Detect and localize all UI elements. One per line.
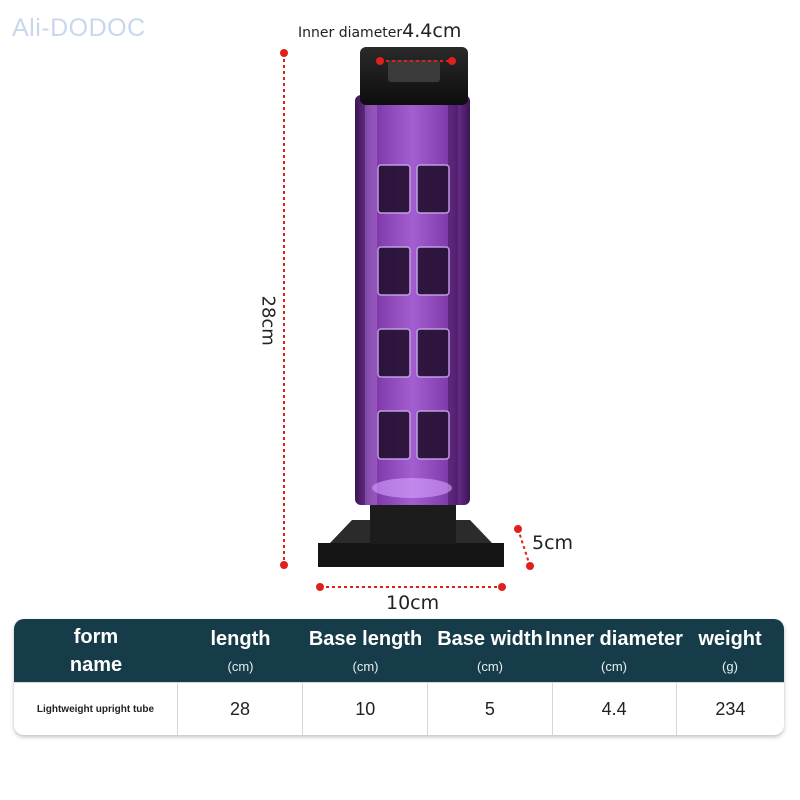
height-dimension xyxy=(280,49,288,569)
tube-cap xyxy=(360,47,468,105)
cell-form-name: Lightweight upright tube xyxy=(14,683,178,735)
cell-weight: 234 xyxy=(715,698,746,719)
base-width-label: 5cm xyxy=(532,532,574,554)
cell-length: 28 xyxy=(178,683,304,735)
header-length: length (cm) xyxy=(210,627,271,674)
tube-base xyxy=(318,498,504,567)
base-width-dimension xyxy=(514,525,534,570)
header-base-width: Base width (cm) xyxy=(437,627,543,674)
product-illustration xyxy=(280,47,534,591)
base-length-label: 10cm xyxy=(386,592,440,614)
inner-diameter-dimension xyxy=(376,57,456,65)
height-label: 28cm xyxy=(257,295,279,346)
inner-diameter-label-text: Inner diameter xyxy=(298,25,403,41)
inner-diameter-value: 4.4cm xyxy=(402,20,462,42)
table-row: Lightweight upright tube 28 10 5 4.4 234 xyxy=(14,682,784,735)
watermark: Ali-DODOC xyxy=(12,14,146,42)
header-inner-diameter: Inner diameter (cm) xyxy=(545,627,683,674)
cell-base-length: 10 xyxy=(303,683,429,735)
cell-base-width: 5 xyxy=(428,683,553,735)
header-form-name: form name xyxy=(69,625,123,676)
header-base-length: Base length (cm) xyxy=(308,627,423,674)
spec-table: form name length (cm) Base length (cm) B… xyxy=(14,619,784,735)
header-weight: weight (g) xyxy=(698,627,762,674)
base-length-dimension xyxy=(316,583,506,591)
cell-inner-diameter: 4.4 xyxy=(553,683,677,735)
tube-body xyxy=(355,95,470,505)
inner-diameter-label: Inner diameter4.4cm xyxy=(298,20,461,42)
spec-table-header: form name length (cm) Base length (cm) B… xyxy=(14,619,784,682)
